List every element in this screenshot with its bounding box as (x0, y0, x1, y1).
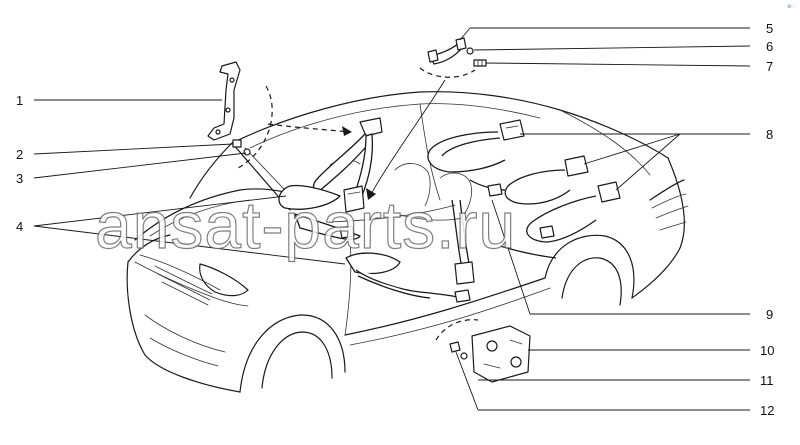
front-belt-left (278, 117, 383, 240)
callout-4: 4 (16, 219, 23, 234)
callout-10: 10 (760, 343, 774, 358)
rear-belts (427, 119, 621, 259)
callout-12: 12 (760, 403, 774, 418)
arrow-5-7 (366, 79, 446, 200)
callout-8: 8 (766, 127, 773, 142)
watermark-text: ansat-parts.ru (95, 188, 516, 262)
callout-1: 1 (16, 93, 23, 108)
callout-9: 9 (766, 307, 773, 322)
callout-7: 7 (766, 59, 773, 74)
callout-6: 6 (766, 39, 773, 54)
bracket-assembly (207, 61, 352, 169)
front-belt-right (345, 199, 475, 303)
callout-3: 3 (16, 171, 23, 186)
callout-5: 5 (766, 21, 773, 36)
parts-5-6-7 (419, 37, 487, 78)
corner-mark-icon: ▪◦ (787, 2, 796, 10)
parts-10-11-12 (435, 319, 531, 383)
leader-lines (33, 27, 751, 411)
callout-11: 11 (760, 373, 774, 388)
callout-labels: 1 2 3 4 5 6 7 8 9 10 11 12 (16, 21, 774, 418)
callout-2: 2 (16, 147, 23, 162)
